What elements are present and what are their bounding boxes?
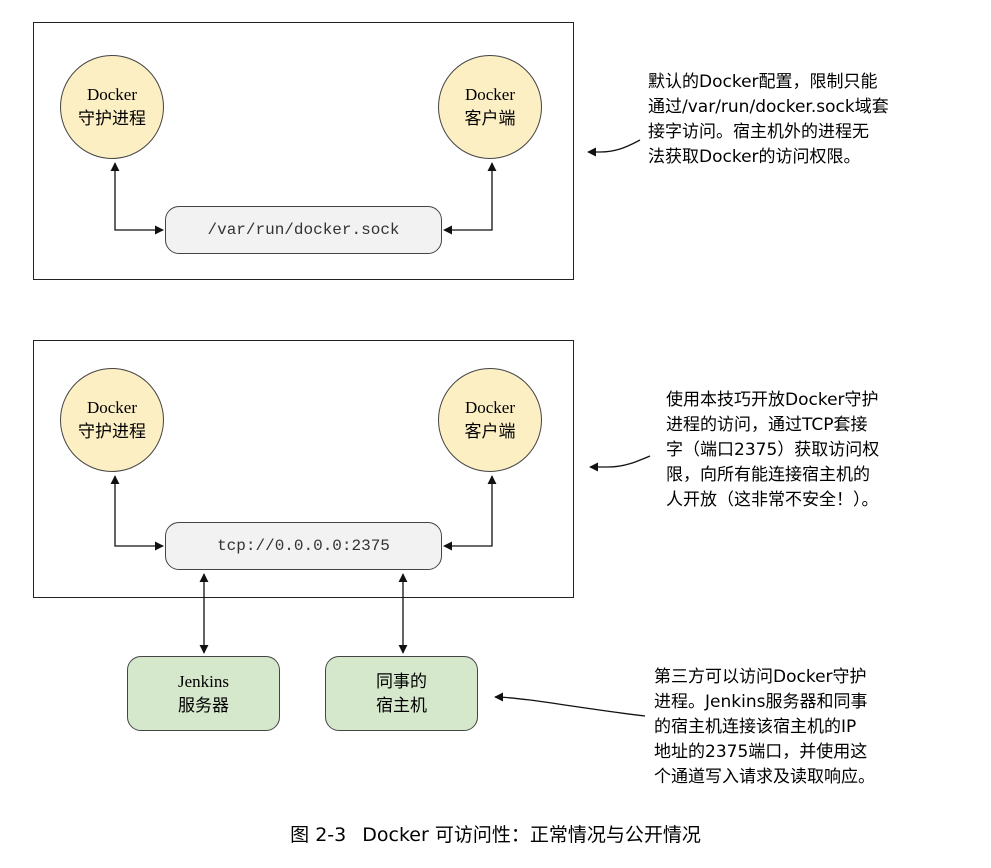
note-line: 法获取Docker的访问权限。 — [648, 147, 861, 167]
note-line: 进程的访问，通过TCP套接 — [666, 415, 868, 435]
note-line: 地址的2375端口，并使用这 — [654, 742, 868, 762]
daemon-label-line2: 守护进程 — [78, 109, 146, 128]
note-line: 个通道写入请求及读取响应。 — [654, 767, 875, 787]
figure-title: Docker 可访问性：正常情况与公开情况 — [362, 824, 701, 846]
daemon-label-line1: Docker — [86, 398, 138, 417]
note-line: 的宿主机连接该宿主机的IP — [654, 717, 857, 737]
socket-label: /var/run/docker.sock — [207, 221, 400, 239]
docker-client-node-1: Docker 客户端 — [438, 55, 542, 159]
note-line: 默认的Docker配置，限制只能 — [648, 72, 878, 92]
client-label-line2: 客户端 — [464, 422, 516, 441]
client-label-line1: Docker — [464, 398, 516, 417]
docker-daemon-node-1: Docker 守护进程 — [60, 55, 164, 159]
daemon-label-line1: Docker — [86, 85, 138, 104]
unix-socket-node: /var/run/docker.sock — [165, 206, 442, 254]
figure-caption: 图 2-3 Docker 可访问性：正常情况与公开情况 — [0, 820, 991, 847]
note-line: 通过/var/run/docker.sock域套 — [648, 97, 889, 117]
note-third-party: 第三方可以访问Docker守护 进程。Jenkins服务器和同事 的宿主机连接该… — [654, 665, 875, 790]
socket-label: tcp://0.0.0.0:2375 — [217, 537, 390, 555]
note-line: 第三方可以访问Docker守护 — [654, 667, 867, 687]
note-line: 人开放（这非常不安全！）。 — [666, 490, 879, 510]
note-line: 使用本技巧开放Docker守护 — [666, 390, 879, 410]
colleague-host-node: 同事的 宿主机 — [325, 656, 478, 731]
pointer-note-2 — [589, 455, 651, 472]
jenkins-server-node: Jenkins 服务器 — [127, 656, 280, 731]
jenkins-label-line2: 服务器 — [178, 695, 229, 715]
colleague-label-line1: 同事的 — [376, 671, 427, 691]
figure-number: 图 2-3 — [290, 824, 347, 846]
client-label-line2: 客户端 — [464, 109, 516, 128]
docker-client-node-2: Docker 客户端 — [438, 368, 542, 472]
pointer-note-1 — [587, 139, 641, 157]
note-line: 接字访问。宿主机外的进程无 — [648, 122, 869, 142]
colleague-label-line2: 宿主机 — [376, 695, 427, 715]
note-line: 字（端口2375）获取访问权 — [666, 440, 880, 460]
note-public-config: 使用本技巧开放Docker守护 进程的访问，通过TCP套接 字（端口2375）获… — [666, 388, 879, 513]
note-line: 限，向所有能连接宿主机的 — [666, 465, 870, 485]
tcp-socket-node: tcp://0.0.0.0:2375 — [165, 522, 442, 570]
note-line: 进程。Jenkins服务器和同事 — [654, 692, 868, 712]
docker-daemon-node-2: Docker 守护进程 — [60, 368, 164, 472]
pointer-note-3 — [494, 692, 646, 717]
daemon-label-line2: 守护进程 — [78, 422, 146, 441]
jenkins-label-line1: Jenkins — [178, 671, 229, 691]
client-label-line1: Docker — [464, 85, 516, 104]
note-default-config: 默认的Docker配置，限制只能 通过/var/run/docker.sock域… — [648, 70, 889, 170]
